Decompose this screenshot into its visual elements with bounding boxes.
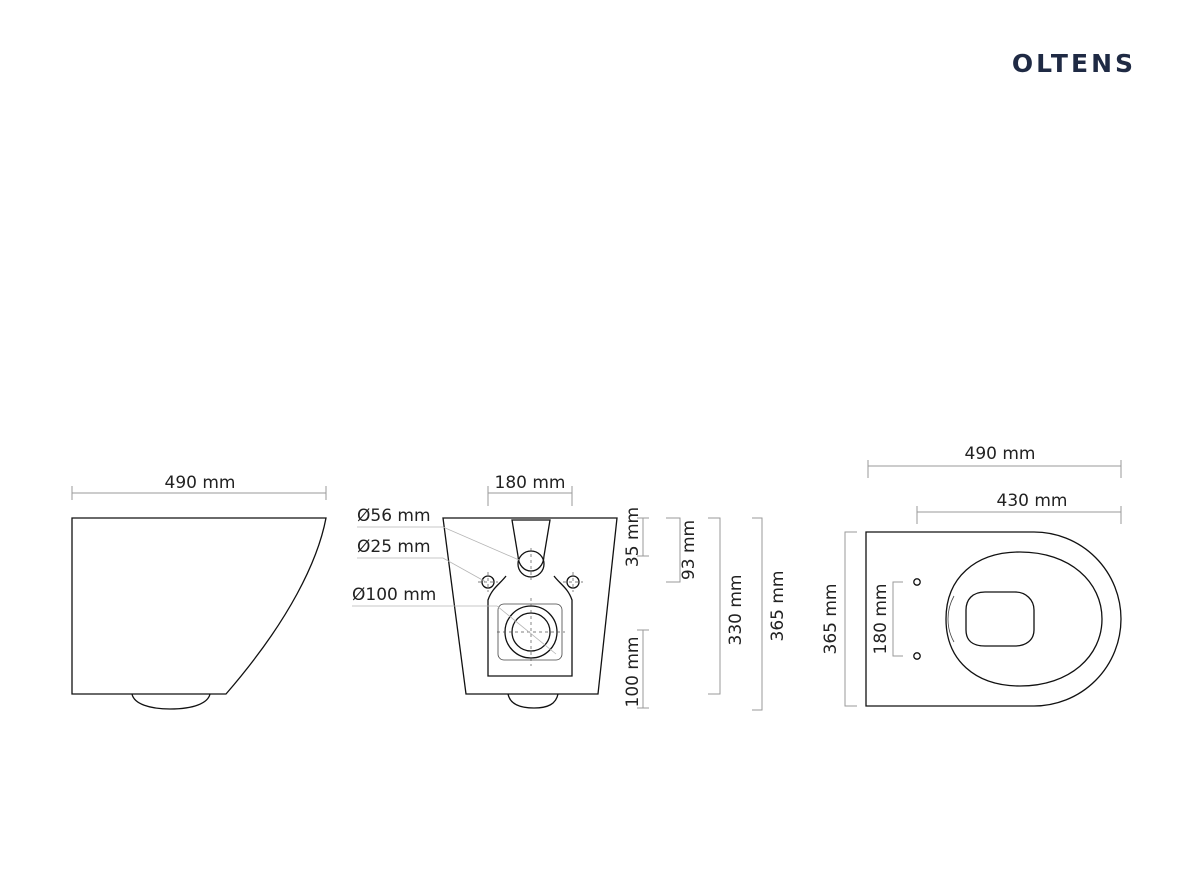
rear-view: 180 mm Ø56 mm Ø25 mm Ø100 mm 35 mm 100 m… <box>352 473 788 711</box>
top-right-seat-hole <box>913 652 921 660</box>
rear-left-fixing-hole <box>481 575 495 589</box>
height-93-dimension-line <box>666 517 681 583</box>
top-430-dimension-line <box>916 506 1122 524</box>
rear-inlet-slot <box>511 519 551 572</box>
rear-vertical-chain-lines <box>637 517 649 709</box>
diameter-100-label: Ø100 mm <box>352 585 436 605</box>
height-365-dimension-line <box>752 517 763 711</box>
top-bowl-opening <box>965 591 1035 647</box>
height-35-label: 35 mm <box>623 507 643 567</box>
rear-opening-dimension-line <box>487 486 573 506</box>
diameter-100-leader <box>352 605 557 655</box>
top-seat-hinge-curve <box>947 595 955 643</box>
height-100-label: 100 mm <box>623 637 643 708</box>
height-365-label: 365 mm <box>768 571 788 642</box>
height-330-label: 330 mm <box>726 575 746 646</box>
side-view: 490 mm <box>71 473 327 710</box>
top-490-dimension-line <box>867 460 1122 478</box>
rear-bottom-outlet <box>507 693 559 709</box>
rear-right-fixing-hole <box>566 575 580 589</box>
side-body-outline <box>71 517 327 695</box>
top-body-outline <box>865 531 1122 707</box>
side-outlet-outline <box>131 693 211 710</box>
top-rim-outline <box>945 551 1103 687</box>
top-365-dimension-line <box>844 531 857 707</box>
side-width-dimension-line <box>71 486 327 500</box>
height-330-dimension-line <box>708 517 721 695</box>
diameter-25-label: Ø25 mm <box>357 537 431 557</box>
height-93-label: 93 mm <box>679 520 699 580</box>
brand-logo: OLTENS <box>1012 49 1136 78</box>
diameter-56-label: Ø56 mm <box>357 506 431 526</box>
top-hole-spacing-label: 180 mm <box>871 584 891 655</box>
rear-opening-width-label: 180 mm <box>495 473 566 493</box>
rear-outlet-frame <box>487 575 573 677</box>
top-left-seat-hole <box>913 578 921 586</box>
diameter-56-leader <box>357 526 520 561</box>
top-length-430-label: 430 mm <box>997 491 1068 511</box>
side-width-label: 490 mm <box>165 473 236 493</box>
rear-body-outline <box>442 517 618 695</box>
top-width-365-label: 365 mm <box>821 584 841 655</box>
top-view: 490 mm 430 mm 365 mm 180 mm <box>821 444 1122 707</box>
top-length-490-label: 490 mm <box>965 444 1036 464</box>
diameter-25-leader <box>357 557 487 583</box>
top-180-dimension-line <box>892 581 903 657</box>
rear-centerlines <box>497 548 565 666</box>
rear-outlet-100-outer-circle <box>504 605 558 659</box>
